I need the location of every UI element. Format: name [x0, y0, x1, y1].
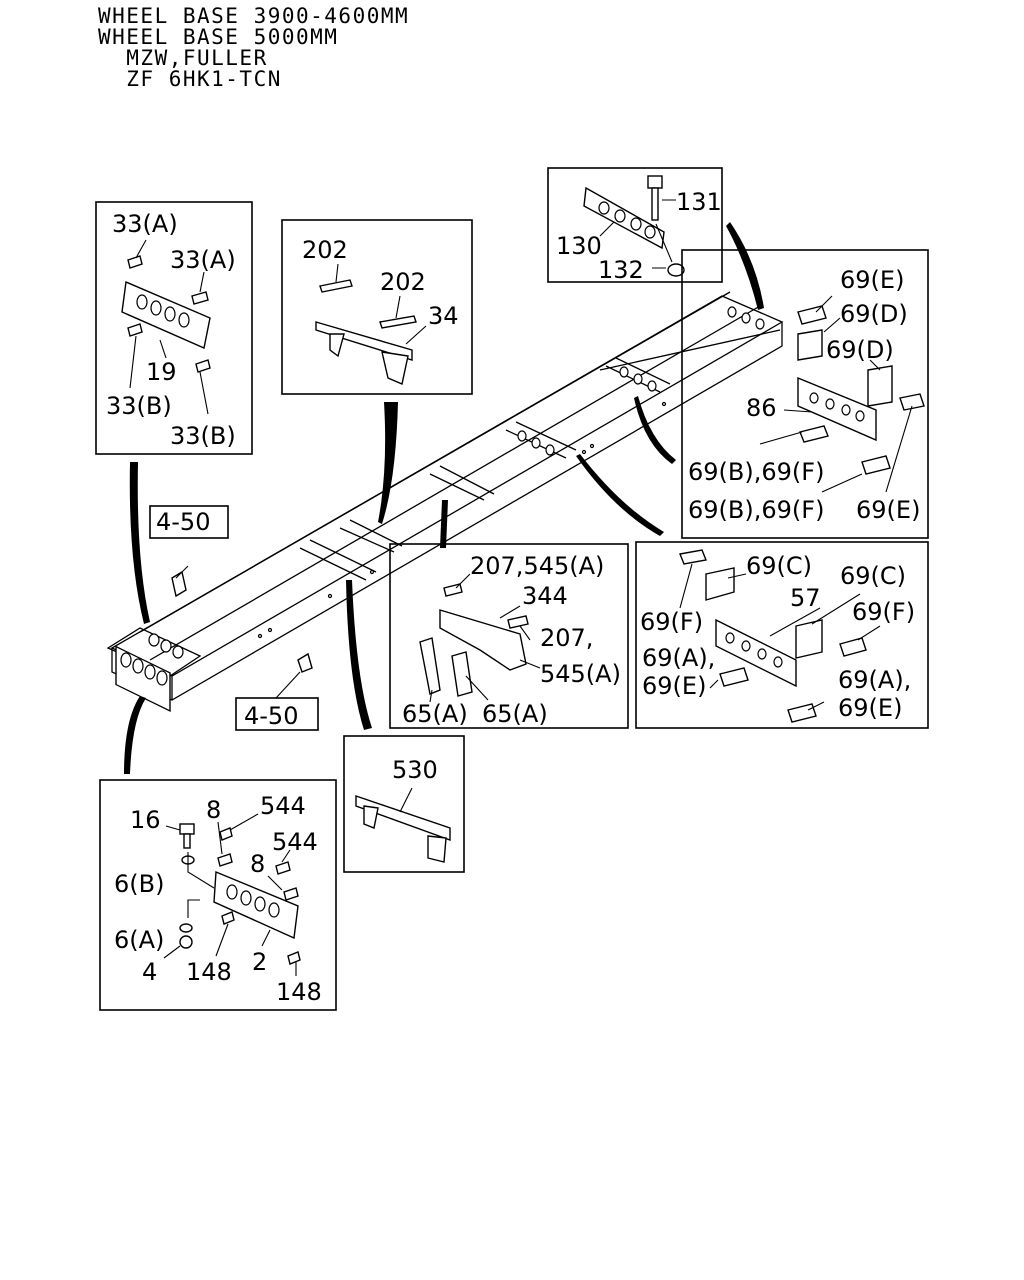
ref-box-4-50-upper: [149, 505, 229, 539]
detail-box-344: [389, 543, 629, 729]
box8-label-148-bottom: 148: [276, 978, 322, 1006]
box1-label-33b: 33(B): [106, 392, 172, 420]
chassis-frame: [106, 291, 784, 712]
box5-label-545a: 545(A): [540, 660, 621, 688]
detail-box-57: [635, 541, 929, 729]
box4-label-69b-69f-bottom: 69(B),69(F): [688, 496, 824, 524]
ref-label-4-50-upper[interactable]: 4-50: [156, 508, 210, 536]
box8-label-6a: 6(A): [114, 926, 164, 954]
box6-label-69f-right: 69(F): [852, 598, 915, 626]
box8-label-8: 8: [250, 850, 265, 878]
box4-label-69e-top: 69(E): [840, 266, 904, 294]
detail-box-530: [343, 735, 465, 873]
box3-label-131: 131: [676, 188, 722, 216]
detail-box-130: [547, 167, 723, 283]
header-line-2: WHEEL BASE 5000MM: [98, 25, 339, 49]
box4-label-69b-69f: 69(B),69(F): [688, 458, 824, 486]
detail-box-86: [681, 249, 929, 539]
box4-label-69d: 69(D): [840, 300, 908, 328]
box8-label-8-top: 8: [206, 796, 221, 824]
header-line-3: MZW,FULLER: [98, 46, 268, 70]
detail-box-19: [95, 201, 253, 455]
box8-label-16: 16: [130, 806, 161, 834]
ref-label-4-50-lower[interactable]: 4-50: [244, 702, 298, 730]
box1-label-33a: 33(A): [170, 246, 236, 274]
detail-box-34: [281, 219, 473, 395]
callout-arcs: [124, 222, 764, 774]
box6-label-69c-right: 69(C): [840, 562, 906, 590]
box6-label-69e-left: 69(E): [642, 672, 706, 700]
box1-label-33b-bottom: 33(B): [170, 422, 236, 450]
box6-label-69a-right: 69(A),: [838, 666, 911, 694]
box4-label-86: 86: [746, 394, 777, 422]
box6-label-69f-left: 69(F): [640, 608, 703, 636]
box7-label-530: 530: [392, 756, 438, 784]
box2-label-202-top: 202: [302, 236, 348, 264]
box6-label-69a-left: 69(A),: [642, 644, 715, 672]
diagram-header: WHEEL BASE 3900-4600MM WHEEL BASE 5000MM…: [98, 6, 409, 90]
box8-label-544-top: 544: [260, 792, 306, 820]
box5-label-207: 207,: [540, 624, 593, 652]
box8-label-544: 544: [272, 828, 318, 856]
box6-label-57: 57: [790, 584, 821, 612]
box8-label-4: 4: [142, 958, 157, 986]
box2-label-34: 34: [428, 302, 459, 330]
header-line-4: ZF 6HK1-TCN: [98, 67, 282, 91]
box1-label-19: 19: [146, 358, 177, 386]
box6-label-69c-left: 69(C): [746, 552, 812, 580]
box5-label-65a-left: 65(A): [402, 700, 468, 728]
box4-label-69e: 69(E): [856, 496, 920, 524]
box3-label-130: 130: [556, 232, 602, 260]
box4-label-69d-lower: 69(D): [826, 336, 894, 364]
detail-box-2: [99, 779, 337, 1011]
header-line-1: WHEEL BASE 3900-4600MM: [98, 4, 410, 28]
box2-label-202: 202: [380, 268, 426, 296]
box1-label-33a-top: 33(A): [112, 210, 178, 238]
box8-label-6b: 6(B): [114, 870, 164, 898]
box3-label-132: 132: [598, 256, 644, 284]
box5-label-65a-right: 65(A): [482, 700, 548, 728]
box6-label-69e-right: 69(E): [838, 694, 902, 722]
box8-label-148: 148: [186, 958, 232, 986]
box5-label-344: 344: [522, 582, 568, 610]
box5-label-207-545a: 207,545(A): [470, 552, 604, 580]
box8-label-2: 2: [252, 948, 267, 976]
ref-box-4-50-lower: [235, 697, 319, 731]
